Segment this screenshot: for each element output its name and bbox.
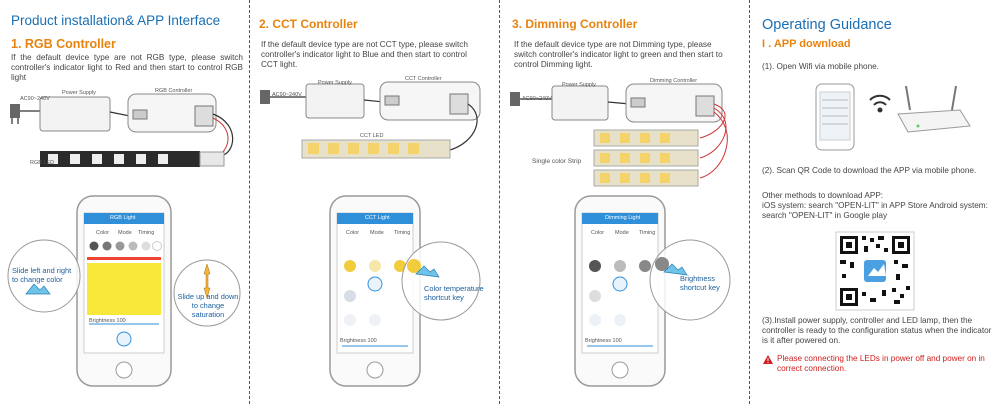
plug-label: AC90~240V [522, 96, 552, 102]
cct-description: If the default device type are not CCT t… [261, 40, 468, 69]
brightness-label: Brightness 100 [340, 338, 377, 344]
phone-home-button [115, 361, 133, 379]
controller-label: Dimming Controller [650, 78, 698, 84]
hue-bar [87, 257, 161, 260]
tab-mode[interactable]: Mode [118, 230, 132, 236]
rgb-wiring-diagram [10, 93, 234, 167]
brightness-label: Brightness 100 [585, 338, 622, 344]
callout-circle [649, 239, 731, 321]
panel-dimming: 3. Dimming Controller If the default dev… [500, 0, 749, 404]
cct-wiring-diagram [260, 81, 481, 159]
phone-rgb [76, 195, 172, 387]
page-title: Product installation& APP Interface [11, 13, 221, 28]
router-icon [897, 85, 971, 133]
power-supply-label: Power Supply [62, 90, 96, 96]
warning-icon [763, 355, 773, 364]
strip-label: Single color Strip [532, 158, 582, 165]
step-1: (1). Open Wifi via mobile phone. [762, 62, 879, 71]
tab-timing[interactable]: Timing [138, 230, 155, 236]
other-methods: Other methods to download APP: [762, 191, 884, 200]
tab-color[interactable]: Color [346, 230, 360, 236]
tab-mode[interactable]: Mode [615, 230, 629, 236]
tab-color[interactable]: Color [96, 230, 110, 236]
callout-circle-left [7, 239, 81, 313]
callout-circle [401, 241, 481, 321]
power-icon [116, 331, 132, 347]
app-title: Dimming Light [605, 215, 641, 221]
panel-rgb: Product installation& APP Interface 1. R… [0, 0, 249, 404]
phone-dimming [574, 195, 666, 387]
plug-label: AC90~240V [20, 96, 50, 102]
power-icon [367, 276, 383, 292]
step-2: (2). Scan QR Code to download the APP vi… [762, 166, 977, 175]
app-title: RGB Light [110, 215, 136, 221]
warning-text: Please connecting the LEDs in power off … [777, 354, 985, 373]
tab-timing[interactable]: Timing [639, 230, 656, 236]
tab-color[interactable]: Color [591, 230, 605, 236]
callout-text: Color temperature shortcut key [424, 284, 484, 302]
step-3: (3).Install power supply, controller and… [762, 316, 992, 345]
callout-left-text: Slide left and right to change color [12, 266, 72, 284]
led-chips [48, 154, 168, 164]
divider-2 [499, 0, 500, 404]
panel-guidance: Operating Guidance I . APP download (1).… [750, 0, 1000, 404]
strip-label: CCT LED [360, 133, 384, 139]
strip-label: RGB LED [30, 160, 55, 166]
controller-box [127, 93, 217, 133]
store-instructions: iOS system: search "OPEN-LIT" in APP Sto… [762, 201, 988, 220]
rgb-description: If the default device type are not RGB t… [11, 53, 243, 82]
qr-code [835, 231, 915, 311]
brightness-label: Brightness 100 [89, 318, 126, 324]
tab-mode[interactable]: Mode [370, 230, 384, 236]
cct-title: 2. CCT Controller [259, 17, 358, 31]
led-chips [308, 143, 419, 154]
power-supply-box [551, 85, 609, 121]
plug-label: AC90~240V [272, 92, 302, 98]
app-title: CCT Light [365, 215, 390, 221]
callout-text: Brightness shortcut key [680, 274, 720, 292]
dimming-title: 3. Dimming Controller [512, 17, 638, 31]
power-supply-box [305, 83, 365, 119]
tab-timing[interactable]: Timing [394, 230, 411, 236]
app-swatches [89, 241, 162, 251]
guidance-title: Operating Guidance [762, 17, 892, 33]
divider-3 [749, 0, 750, 404]
divider-1 [249, 0, 250, 404]
power-supply-label: Power Supply [562, 82, 596, 88]
power-supply-label: Power Supply [318, 80, 352, 86]
rgb-subtitle: 1. RGB Controller [11, 37, 116, 51]
power-icon [612, 276, 628, 292]
panel-cct: 2. CCT Controller If the default device … [250, 0, 499, 404]
color-picker-area [87, 263, 161, 315]
callout-circle-right [173, 259, 241, 327]
callout-right-text: Slide up and down to change saturation [177, 292, 239, 319]
controller-label: RGB Controller [155, 88, 193, 94]
power-supply-box [39, 96, 111, 132]
phone-cct [329, 195, 421, 387]
app-download-subtitle: I . APP download [762, 38, 851, 50]
power-plug-icon [10, 104, 40, 124]
controller-label: CCT Controller [405, 76, 442, 82]
wifi-icon [869, 94, 891, 113]
dimming-description: If the default device type are not Dimmi… [514, 40, 723, 69]
dimming-wiring-diagram [510, 83, 728, 187]
wifi-illustration [815, 83, 971, 151]
